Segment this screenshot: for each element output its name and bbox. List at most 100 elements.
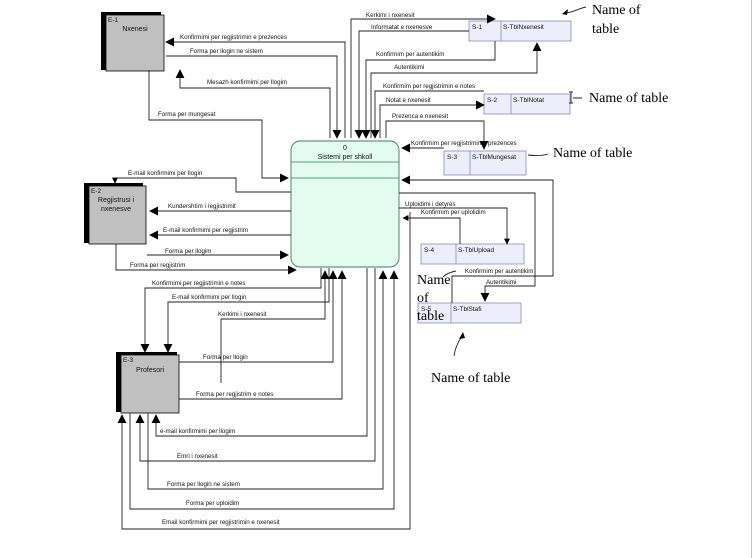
- flow-label: Uploidimi i detyres: [405, 201, 456, 208]
- flow-label: Konfirmim per autentikim: [376, 51, 444, 58]
- flow-line: [354, 30, 469, 139]
- process-box: [290, 140, 400, 268]
- flow-label: Autentikimi: [394, 64, 424, 71]
- store-s5-box: [417, 302, 522, 324]
- flows-s3: Prezenca e nxenesit Konfirmim per regjis…: [385, 113, 517, 153]
- flow-label: Forma per llogin: [203, 354, 248, 361]
- flow-label: e-mail konfirmimi per llogim: [160, 428, 235, 435]
- flow-line: [175, 69, 331, 138]
- flow-label: Konfirmim per regjistrimin e prezences: [411, 140, 517, 147]
- store-s4-id: S-4: [424, 247, 435, 254]
- annotation-arrowhead: [562, 9, 568, 15]
- flow-line: [370, 42, 542, 138]
- annotation-s4-line1: Name: [417, 273, 450, 288]
- flow-label: Konfirmim per regjistrimin e notes: [383, 83, 475, 90]
- flow-line: [112, 177, 291, 193]
- flows-e3-lower: e-mail konfirmimi per llogim Emri i nxen…: [117, 212, 411, 530]
- annotation-s4-line2: of: [417, 291, 429, 306]
- flow-label: Konfirmimi per regjistrimin e notes: [152, 280, 246, 287]
- store-s4: S-4 S-TblUpload: [420, 243, 525, 265]
- store-s5-name: S-TblStafi: [453, 306, 482, 313]
- flow-line: [401, 175, 554, 303]
- flow-label: Kerkimi i nxenesit: [218, 311, 267, 318]
- entity-e2-name-line1: Regjistrusi i: [98, 197, 135, 204]
- flow-line: [385, 120, 489, 150]
- flow-label: Forma per llogin ne sistem: [190, 48, 263, 55]
- flow-label: Forma per regjistrim e notes: [196, 391, 273, 398]
- flows-s1: Kerkimi i nxenesit Informatat e nxenesve…: [350, 12, 542, 139]
- flow-line: [147, 270, 388, 490]
- flow-label: Forma per regjistrim: [130, 262, 185, 269]
- annotation-s3: Name of table: [553, 146, 632, 161]
- flow-label: Autentikimi: [486, 279, 516, 286]
- flows-e3-upper: Konfirmimi per regjistrimin e notes E-ma…: [140, 268, 347, 400]
- flow-line: [361, 41, 496, 139]
- flow-label: Notat e nxenesit: [386, 97, 431, 104]
- flow-label: Forma per uploidim: [186, 500, 239, 507]
- flow-label: Mesazh konfirmimi per llogim: [207, 79, 287, 86]
- flow-label: E-mail konfirmimi per regjistrim: [163, 227, 248, 234]
- flow-line: [163, 268, 330, 353]
- flow-line: [151, 268, 368, 437]
- flow-label: Emri i nxenesit: [177, 453, 218, 460]
- flow-label: E-mail konfirmimi per llogin: [172, 294, 247, 301]
- flow-label: Konfirmim per autentikim: [465, 268, 533, 275]
- flow-line: [129, 270, 399, 510]
- annotation-s1-line2: table: [592, 22, 619, 37]
- flow-label: Prezenca e nxenesit: [392, 113, 448, 120]
- flow-line: [148, 70, 289, 183]
- process-name: Sistemi per shkoll: [318, 154, 373, 161]
- entity-e3-id: E-3: [123, 357, 134, 364]
- store-s1: S-1 S-TblNxenesit: [468, 20, 572, 42]
- flow-line: [370, 90, 484, 139]
- annotation-s4-line3: table: [417, 309, 444, 324]
- entity-e1: E-1 Nxenesi: [101, 12, 165, 72]
- store-s2: S-2 S-TblNotat: [483, 93, 571, 115]
- flow-line: [399, 192, 536, 302]
- flow-line: [115, 244, 297, 275]
- flow-label: Informatat e nxenesve: [371, 24, 433, 31]
- flow-label: E-mail konfirmimi per llogin: [128, 170, 203, 177]
- flow-line: [166, 55, 342, 139]
- flow-line: [117, 212, 411, 530]
- flows-e1: Konfirmimi per regjistrimin e prezences …: [148, 34, 346, 183]
- entity-e1-name: Nxenesi: [122, 26, 148, 33]
- flow-label: Email konfirmimi per regjistrimin e nxen…: [162, 519, 280, 526]
- store-s3-id: S-3: [447, 154, 458, 161]
- entity-e2-id: E-2: [91, 188, 102, 195]
- store-s4-box: [420, 243, 525, 265]
- store-s4-name: S-TblUpload: [458, 247, 495, 254]
- entity-e1-box: [105, 14, 165, 72]
- annotation-pointer: [453, 335, 463, 357]
- annotation-pointer: [569, 91, 582, 104]
- entity-e1-id: E-1: [108, 17, 119, 24]
- annotation-s5: Name of table: [431, 371, 510, 386]
- flows-s2: Konfirmim per regjistrimin e notes Notat…: [370, 83, 485, 139]
- process-id: 0: [343, 145, 347, 152]
- flow-line: [179, 270, 347, 400]
- process-0: 0 Sistemi per shkoll: [290, 140, 400, 268]
- annotation-s1-line1: Name of: [592, 3, 641, 18]
- entity-e2-name-line2: nxenesve: [101, 206, 131, 213]
- flows-s5: Konfirmim per autentikim Autentikimi: [399, 175, 554, 303]
- flows-e2: E-mail konfirmimi per llogin Kundershtim…: [112, 170, 297, 275]
- flows-s4: Uploidimi i detyres Konfirmim per uploli…: [399, 201, 510, 245]
- flow-label: Kundershtim i regjistrimit: [168, 203, 236, 210]
- annotation-pointer: [442, 270, 457, 278]
- flow-line: [402, 215, 461, 244]
- flow-label: Forma per llogin ne sistem: [167, 481, 240, 488]
- store-s1-name: S-TblNxenesit: [503, 24, 544, 31]
- flow-line: [399, 207, 510, 245]
- flow-line: [135, 268, 376, 462]
- entity-e2: E-2 Regjistrusi i nxenesve: [84, 183, 147, 245]
- annotation-pointer: [527, 153, 549, 157]
- flow-label: Forma per mungesat: [158, 111, 216, 118]
- flow-line: [379, 100, 485, 138]
- store-s5: S-5 S-TblStafi: [417, 302, 522, 324]
- annotations: Name of table Name of table Name of tabl…: [417, 3, 668, 386]
- store-s3-box: [443, 150, 527, 176]
- annotation-arrowhead: [459, 332, 465, 339]
- store-s1-id: S-1: [472, 24, 483, 31]
- store-s5-id: S-5: [421, 306, 432, 313]
